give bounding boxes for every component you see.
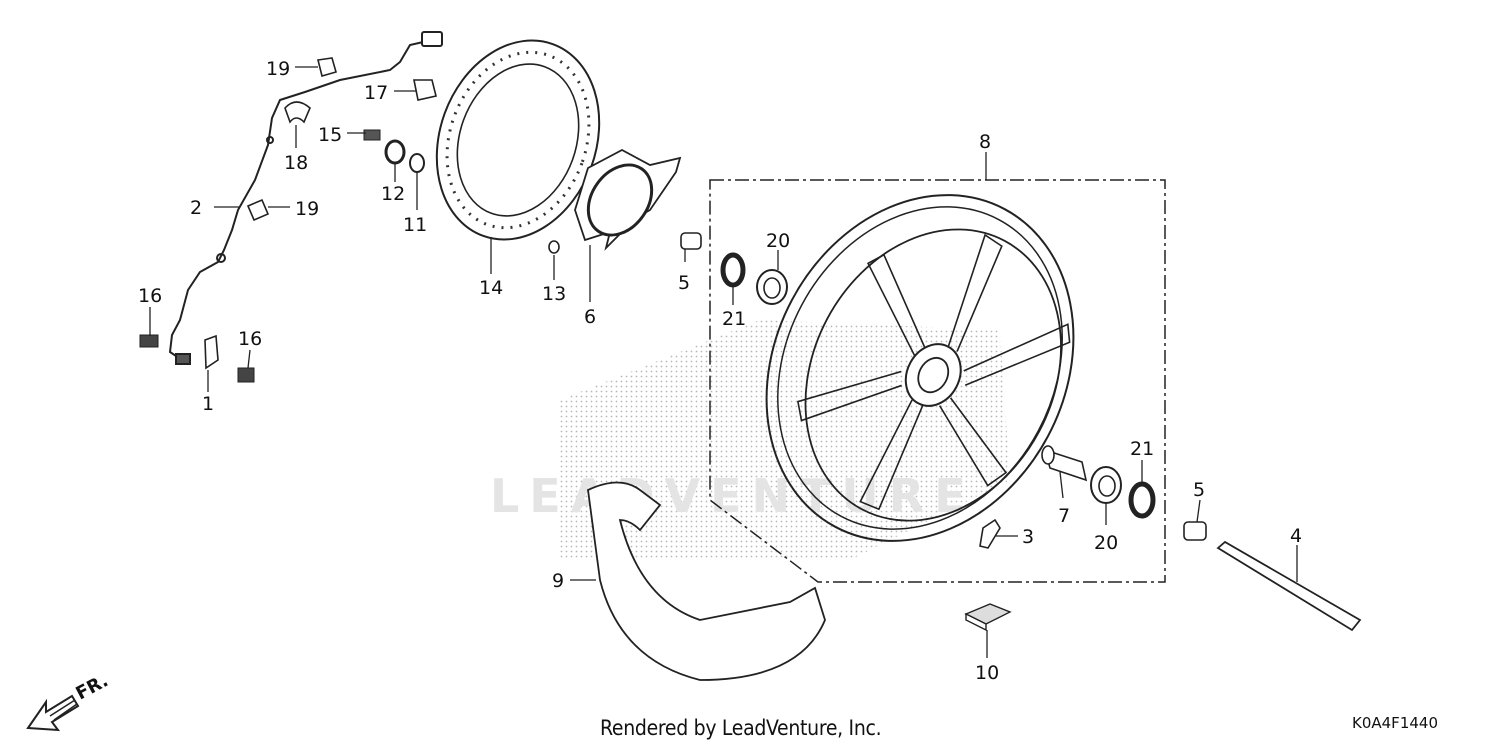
callout-6: 6 (584, 306, 596, 328)
brake-disc[interactable] (410, 17, 626, 262)
front-direction-label: FR. (72, 670, 111, 704)
callout-2: 2 (190, 197, 202, 219)
washer-11[interactable] (409, 153, 425, 173)
watermark-text: LEADVENTURE (490, 469, 976, 523)
front-direction-indicator: FR. (26, 670, 112, 732)
callout-4: 4 (1290, 525, 1302, 547)
clip-19b[interactable] (246, 198, 270, 222)
collar-5b[interactable] (1183, 521, 1207, 541)
diagram-code: K0A4F1440 (1352, 714, 1438, 732)
callout-16b: 16 (238, 328, 262, 350)
grommet-17[interactable] (413, 79, 437, 101)
callout-21b: 21 (1130, 438, 1154, 460)
callout-18: 18 (284, 152, 308, 174)
distance-collar[interactable] (1041, 445, 1088, 482)
abs-sensor-wire[interactable] (168, 31, 443, 365)
washer-12[interactable] (384, 139, 406, 165)
callout-11: 11 (403, 214, 427, 236)
sensor-bracket[interactable] (204, 334, 219, 370)
clamp-18[interactable] (284, 101, 311, 124)
balance-weight[interactable] (964, 603, 1012, 632)
callout-15: 15 (318, 124, 342, 146)
callout-10: 10 (975, 662, 999, 684)
tire-valve[interactable] (979, 518, 1001, 549)
callout-3: 3 (1022, 526, 1034, 548)
callout-7: 7 (1058, 505, 1070, 527)
callout-8: 8 (979, 131, 991, 153)
callout-19a: 19 (266, 58, 290, 80)
callout-5a: 5 (678, 272, 690, 294)
bolt-16a[interactable] (139, 334, 159, 348)
clip-19a[interactable] (317, 57, 337, 77)
collar-5a[interactable] (680, 232, 702, 250)
callout-9: 9 (552, 570, 564, 592)
callouts: 1 2 3 4 5 5 6 7 8 9 10 11 12 13 14 15 16… (138, 58, 1302, 684)
bolt-15[interactable] (363, 129, 381, 141)
callout-13: 13 (542, 283, 566, 305)
washer-13[interactable] (548, 240, 560, 254)
callout-20a: 20 (766, 230, 790, 252)
disc-hub-adapter[interactable] (574, 148, 682, 251)
dust-seal-21a[interactable] (720, 252, 746, 288)
dust-seal-21b[interactable] (1128, 481, 1156, 519)
callout-16a: 16 (138, 285, 162, 307)
callout-21a: 21 (722, 308, 746, 330)
callout-1: 1 (202, 393, 214, 415)
leader-lines (149, 66, 1298, 658)
rendered-by-credit: Rendered by LeadVenture, Inc. (600, 716, 882, 740)
front-wheel[interactable] (707, 141, 1132, 595)
callout-5b: 5 (1193, 479, 1205, 501)
callout-12: 12 (381, 183, 405, 205)
bearing-20a[interactable] (756, 269, 788, 305)
front-direction-arrow-icon (26, 694, 80, 732)
callout-17: 17 (364, 82, 388, 104)
front-axle[interactable] (1216, 540, 1362, 632)
callout-14: 14 (479, 277, 503, 299)
watermark: LEADVENTURE (490, 320, 1010, 560)
callout-20b: 20 (1094, 532, 1118, 554)
tire-section-9[interactable] (587, 481, 826, 681)
callout-19b: 19 (295, 198, 319, 220)
wheel-assembly-frame (709, 179, 1166, 583)
bolt-16b[interactable] (237, 367, 255, 383)
bearing-20b[interactable] (1090, 466, 1122, 504)
